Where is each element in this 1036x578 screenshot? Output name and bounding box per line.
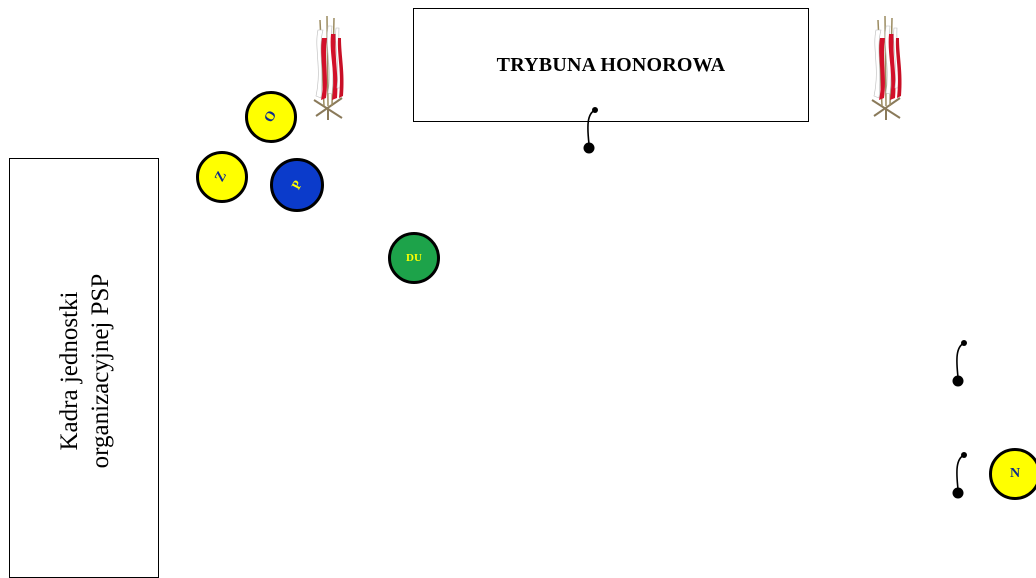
marker-o-label: O [261, 108, 280, 126]
flag-stand-icon [313, 15, 345, 121]
marker-z: Z [196, 151, 248, 203]
tribune-label: TRYBUNA HONOROWA [496, 53, 726, 76]
marker-p: P [270, 158, 324, 212]
marker-n: N [989, 448, 1036, 500]
marker-du: DU [388, 232, 440, 284]
microphone-icon [951, 451, 968, 500]
tribune-box: TRYBUNA HONOROWA [413, 8, 809, 122]
flag-stand-icon [871, 15, 903, 121]
marker-n-label: N [1009, 466, 1021, 481]
marker-o: O [245, 91, 297, 143]
microphone-icon [582, 106, 599, 155]
marker-du-label: DU [406, 252, 422, 264]
cadre-box: Kadra jednostki organizacyjnej PSP [9, 158, 159, 578]
microphone-icon [951, 339, 968, 388]
marker-p-label: P [288, 177, 306, 192]
marker-z-label: Z [212, 169, 231, 185]
